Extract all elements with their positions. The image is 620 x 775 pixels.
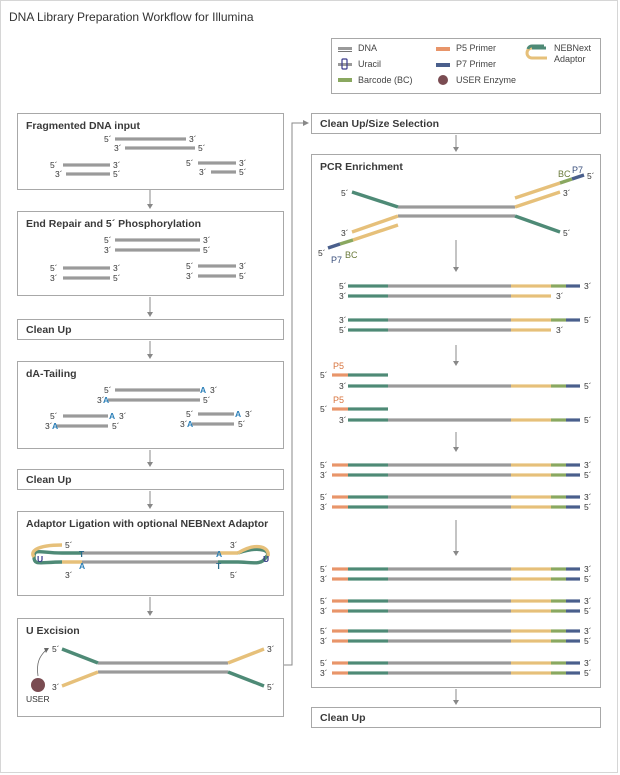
step-clean-up-final: Clean Up xyxy=(311,707,601,728)
legend-dna-swatch-edge xyxy=(338,51,352,52)
step-u-excision: U Excision xyxy=(17,618,284,717)
legend-p5-label: P5 Primer xyxy=(456,43,497,53)
step-title: U Excision xyxy=(26,625,80,637)
step-title: Clean Up xyxy=(320,712,366,724)
legend-uracil-icon xyxy=(338,58,352,70)
step-title: Clean Up/Size Selection xyxy=(320,118,440,130)
step-title: PCR Enrichment xyxy=(320,161,403,173)
step-clean-up-2: Clean Up xyxy=(17,469,284,490)
step-adaptor-ligation: Adaptor Ligation with optional NEBNext A… xyxy=(17,511,284,596)
step-fragmented-dna: Fragmented DNA input xyxy=(17,113,284,190)
legend-dna-label: DNA xyxy=(358,43,378,53)
legend-uracil-label: Uracil xyxy=(358,59,382,69)
legend-p7-swatch xyxy=(436,63,450,67)
legend-adaptor-icon xyxy=(525,44,547,60)
legend-user-enzyme-icon xyxy=(438,75,448,85)
legend-p7-label: P7 Primer xyxy=(456,59,497,69)
legend-barcode-swatch xyxy=(338,78,352,82)
step-pcr-enrichment: PCR Enrichment xyxy=(311,154,601,688)
legend-adaptor-label-1: NEBNext xyxy=(554,43,592,53)
step-size-selection: Clean Up/Size Selection xyxy=(311,113,601,134)
step-title: Fragmented DNA input xyxy=(26,120,140,132)
step-title: Adaptor Ligation with optional NEBNext A… xyxy=(26,518,269,530)
step-clean-up-1: Clean Up xyxy=(17,319,284,340)
step-end-repair: End Repair and 5´ Phosphorylation xyxy=(17,211,284,296)
step-title: dA-Tailing xyxy=(26,368,77,380)
step-da-tailing: dA-Tailing xyxy=(17,361,284,449)
legend-dna-swatch xyxy=(338,47,352,50)
legend-barcode-label: Barcode (BC) xyxy=(358,75,413,85)
legend-user-enzyme-label: USER Enzyme xyxy=(456,75,517,85)
legend-p5-swatch xyxy=(436,47,450,51)
legend-adaptor-label-2: Adaptor xyxy=(554,54,586,64)
legend-swatches xyxy=(338,44,547,85)
step-title: Clean Up xyxy=(26,474,72,486)
legend: DNA Uracil Barcode (BC) P5 Primer P7 Pri… xyxy=(331,38,601,94)
step-title: End Repair and 5´ Phosphorylation xyxy=(26,218,202,230)
step-title: Clean Up xyxy=(26,324,72,336)
page-title: DNA Library Preparation Workflow for Ill… xyxy=(9,10,254,24)
